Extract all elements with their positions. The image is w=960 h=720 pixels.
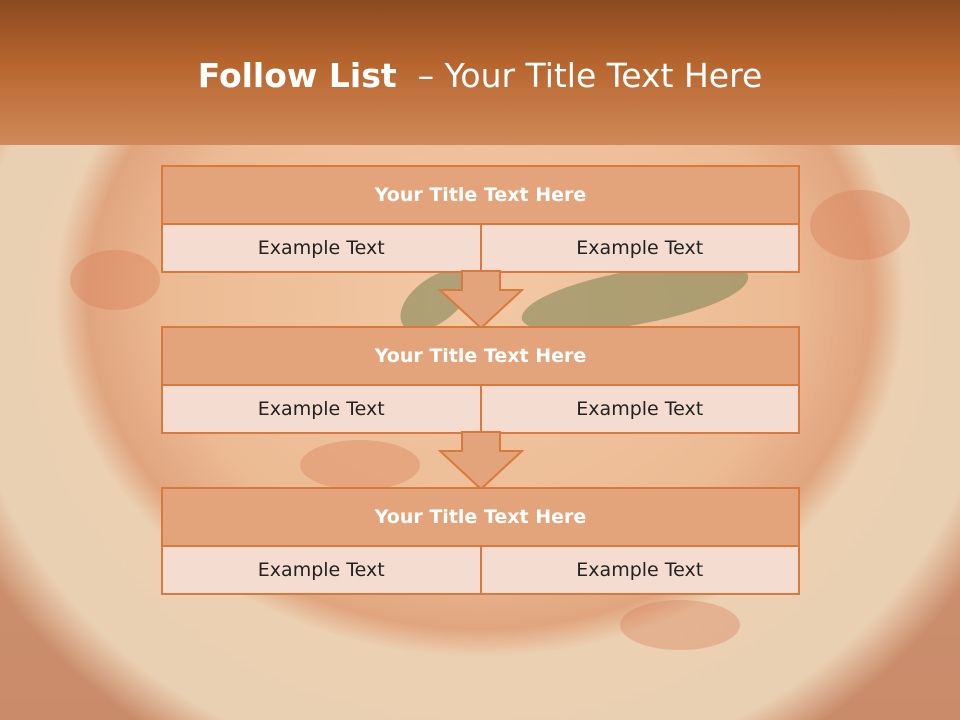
block-row: Example Text Example Text	[163, 225, 798, 271]
background-spot	[620, 600, 740, 650]
background-spot	[70, 250, 160, 310]
block-title: Your Title Text Here	[163, 328, 798, 386]
block-row: Example Text Example Text	[163, 386, 798, 432]
list-block-2: Your Title Text Here Example Text Exampl…	[161, 326, 800, 434]
background-spot	[300, 440, 420, 490]
list-block-3: Your Title Text Here Example Text Exampl…	[161, 487, 800, 595]
down-arrow-icon	[438, 431, 524, 491]
slide-title-bold: Follow List	[197, 56, 397, 95]
down-arrow-icon	[438, 270, 524, 330]
block-left-text: Example Text	[257, 398, 385, 420]
block-right-text: Example Text	[479, 547, 799, 593]
block-right-text: Example Text	[479, 386, 799, 432]
block-title: Your Title Text Here	[163, 489, 798, 547]
block-title: Your Title Text Here	[163, 167, 798, 225]
background-spot	[810, 190, 910, 260]
slide-title: Follow List – Your Title Text Here	[0, 52, 960, 100]
block-left-text: Example Text	[257, 237, 385, 259]
block-row: Example Text Example Text	[163, 547, 798, 593]
block-left-text: Example Text	[257, 559, 385, 581]
block-right-text: Example Text	[479, 225, 799, 271]
list-block-1: Your Title Text Here Example Text Exampl…	[161, 165, 800, 273]
slide-title-rest: – Your Title Text Here	[396, 56, 763, 95]
title-bar: Follow List – Your Title Text Here	[0, 0, 960, 145]
